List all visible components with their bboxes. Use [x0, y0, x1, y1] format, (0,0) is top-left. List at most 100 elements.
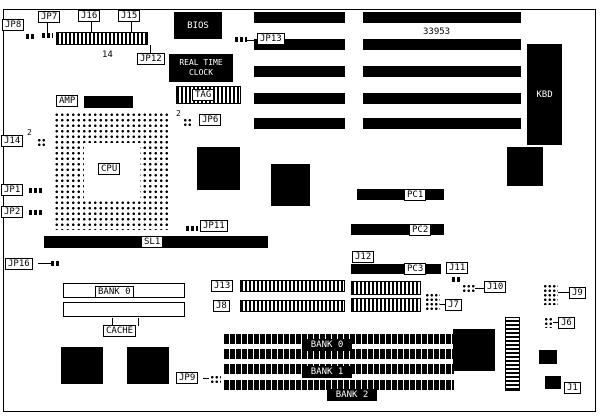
expansion-slot-3-long: [363, 66, 521, 77]
expansion-slot-3-short: [254, 66, 345, 77]
j6-pins: [543, 316, 553, 328]
simm-slot-2: [224, 349, 454, 359]
header-block: [351, 298, 421, 312]
bank0-label-box: BANK 0: [302, 339, 352, 351]
label-amp: AMP: [56, 95, 79, 107]
expansion-slot-2-long: [363, 39, 521, 50]
rtc-line2: CLOCK: [188, 68, 214, 77]
label-cpu: CPU: [98, 163, 121, 175]
j10-leader-line: [475, 288, 484, 289]
jp13-pins: [235, 37, 247, 42]
cache-leader-line-1: [112, 318, 113, 326]
expansion-slot-5-short: [254, 118, 345, 129]
bank0-label: BANK 0: [310, 340, 344, 350]
j10-pins: [461, 283, 475, 293]
label-pc1: PC1: [404, 189, 427, 201]
header-14pin: [56, 32, 148, 45]
jp11-pins: [186, 226, 198, 231]
jp16-pins: [51, 261, 59, 266]
label-pc2: PC2: [409, 224, 432, 236]
label-j15: J15: [118, 10, 141, 22]
right-header-strip: [505, 317, 520, 391]
jp16-leader-line: [38, 263, 51, 264]
j15-leader-line: [131, 22, 132, 32]
ic-chip-1: [197, 147, 240, 190]
power-connector: [539, 350, 557, 364]
ic-chip-2: [271, 164, 310, 206]
jp9-leader-line: [203, 378, 209, 379]
bios-label: BIOS: [187, 20, 209, 31]
j13-connector: [240, 280, 345, 292]
jp7-pins: [42, 33, 53, 38]
label-j8: J8: [213, 300, 230, 312]
label-jp2: JP2: [1, 206, 24, 218]
bank1-label: BANK 1: [310, 367, 344, 377]
label-jp7: JP7: [38, 11, 61, 23]
jp6-pin2-text: 2: [176, 109, 181, 119]
jp1-pins: [29, 188, 42, 193]
ic-chip-3: [507, 147, 543, 186]
label-pc3: PC3: [404, 263, 427, 275]
rtc-line1: REAL TIME: [179, 58, 223, 67]
label-jp6: JP6: [199, 114, 222, 126]
j7-leader-line: [440, 304, 446, 305]
label-jp11: JP11: [200, 220, 228, 232]
label-j16: J16: [78, 10, 101, 22]
j14-pin2-text: 2: [27, 128, 32, 138]
label-j12: J12: [352, 251, 375, 263]
label-jp1: JP1: [1, 184, 24, 196]
j12-connector: [351, 281, 421, 295]
j6-leader-line: [553, 322, 558, 323]
bank2-label: BANK 2: [335, 390, 369, 400]
bank2-label-box: BANK 2: [327, 389, 377, 401]
expansion-slot-2-short: [254, 39, 345, 50]
ic-chip-4: [453, 329, 495, 371]
label-sl1: SL1: [141, 236, 164, 248]
jp7-leader-line: [47, 22, 48, 33]
jp13-leader-line: [247, 40, 257, 41]
pin14-text: 14: [102, 50, 113, 60]
j16-leader-line: [91, 22, 92, 32]
j8-connector: [240, 300, 345, 312]
ic-chip-5: [61, 347, 103, 384]
label-jp12: JP12: [137, 53, 165, 65]
expansion-slot-4-short: [254, 93, 345, 104]
cache-sram-2: [63, 302, 185, 317]
j14-pins: [36, 137, 45, 146]
label-j7: J7: [445, 299, 462, 311]
kbd-label: KBD: [536, 89, 553, 100]
label-jp8: JP8: [2, 19, 25, 31]
pc2-connector: [351, 224, 444, 235]
jp8-pins: [26, 34, 35, 39]
label-j6: J6: [558, 317, 575, 329]
rtc-chip: REAL TIME CLOCK: [169, 54, 233, 82]
label-j11: J11: [446, 262, 469, 274]
bank1-label-box: BANK 1: [302, 366, 352, 378]
expansion-slot-5-long: [363, 118, 521, 129]
ic-chip-6: [127, 347, 169, 384]
j9-pins: [542, 283, 558, 305]
label-j10: J10: [484, 281, 507, 293]
j11-pins: [452, 277, 462, 282]
jp2-pins: [29, 210, 42, 215]
label-cache-bank0: BANK 0: [95, 286, 134, 298]
jp9-pins: [209, 374, 221, 383]
jp6-pins: [182, 117, 191, 126]
pc1-connector: [357, 189, 444, 200]
label-j1: J1: [564, 382, 581, 394]
j7-pins: [424, 292, 440, 312]
label-j14: J14: [1, 135, 24, 147]
jp12-leader-line: [150, 45, 151, 53]
part-number-text: 33953: [423, 27, 451, 37]
label-j13: J13: [211, 280, 234, 292]
amp-component: [84, 96, 133, 108]
simm-slot-4: [224, 380, 454, 390]
label-jp13: JP13: [257, 33, 285, 45]
cache-leader-line-2: [138, 318, 139, 326]
label-j9: J9: [569, 287, 586, 299]
label-cache: CACHE: [103, 325, 137, 337]
pc3-connector: [351, 264, 441, 274]
label-jp16: JP16: [5, 258, 33, 270]
kbd-connector: KBD: [527, 44, 562, 145]
